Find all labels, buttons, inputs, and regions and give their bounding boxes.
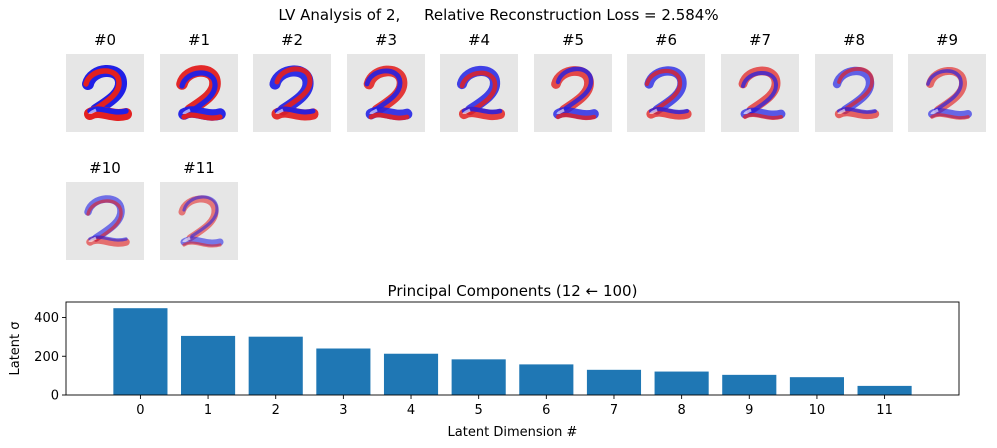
bar xyxy=(789,377,844,395)
x-tick-label: 11 xyxy=(876,403,893,418)
latent-heatmap-image xyxy=(66,182,144,260)
chart-title: Principal Components (12 ← 100) xyxy=(388,282,638,300)
tile-label: #5 xyxy=(561,31,585,49)
bar xyxy=(586,369,642,395)
x-tick-label: 10 xyxy=(809,403,826,418)
latent-heatmap-image xyxy=(534,54,612,132)
bar xyxy=(383,353,439,395)
bar xyxy=(857,385,912,395)
latent-heatmap-image xyxy=(627,54,705,132)
latent-heatmap-image xyxy=(815,54,893,132)
bar xyxy=(248,336,303,395)
y-tick-label: 400 xyxy=(34,311,59,326)
figure-suptitle: LV Analysis of 2, Relative Reconstructio… xyxy=(278,6,719,24)
latent-heatmap-image xyxy=(160,54,238,132)
latent-heatmap-image xyxy=(160,182,238,260)
latent-heatmap-image xyxy=(440,54,518,132)
tile-label: #6 xyxy=(654,31,678,49)
tile-label: #1 xyxy=(187,31,211,49)
tile-label: #11 xyxy=(183,159,215,177)
bar xyxy=(722,374,777,395)
x-tick-label: 2 xyxy=(272,403,280,418)
x-tick-label: 5 xyxy=(475,403,483,418)
tile-label: #2 xyxy=(280,31,304,49)
latent-heatmap-image xyxy=(253,54,331,132)
bar xyxy=(519,364,574,395)
x-tick-label: 4 xyxy=(407,403,415,418)
x-tick-label: 1 xyxy=(204,403,212,418)
tile-label: #4 xyxy=(467,31,491,49)
x-axis-label: Latent Dimension # xyxy=(448,425,578,440)
bar xyxy=(654,371,709,395)
bar xyxy=(181,335,236,395)
tile-label: #10 xyxy=(89,159,121,177)
plot-frame xyxy=(65,301,960,396)
latent-heatmap-image xyxy=(347,54,425,132)
latent-heatmap-image xyxy=(721,54,799,132)
x-tick-label: 0 xyxy=(136,403,144,418)
x-tick-label: 6 xyxy=(542,403,550,418)
x-tick-label: 7 xyxy=(610,403,618,418)
latent-heatmap-image xyxy=(908,54,986,132)
tile-label: #9 xyxy=(935,31,959,49)
y-tick-label: 200 xyxy=(34,350,59,365)
x-tick-label: 3 xyxy=(339,403,347,418)
y-tick-label: 0 xyxy=(51,389,59,404)
latent-heatmap-image xyxy=(66,54,144,132)
tile-label: #8 xyxy=(842,31,866,49)
tile-label: #7 xyxy=(748,31,772,49)
bar xyxy=(113,308,168,395)
tile-label: #0 xyxy=(93,31,117,49)
tile-label: #3 xyxy=(374,31,398,49)
x-tick-label: 9 xyxy=(745,403,753,418)
y-axis-label: Latent σ xyxy=(8,321,23,375)
bar xyxy=(316,348,371,395)
x-tick-label: 8 xyxy=(677,403,685,418)
bar xyxy=(451,359,506,395)
